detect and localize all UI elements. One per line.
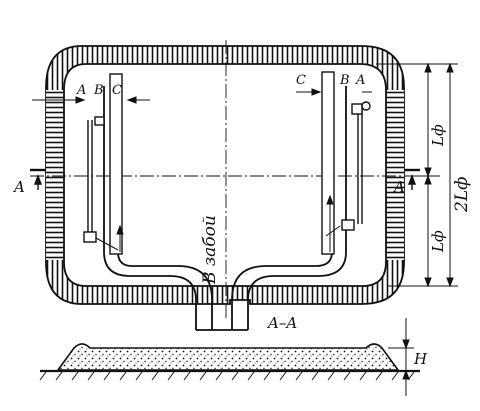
labels: A B C C B A A A В забой A–A Lф 2Lф Lф H [12, 73, 472, 368]
section-markers [30, 168, 420, 190]
label-section-left: A [12, 178, 25, 196]
label-2lf: 2Lф [452, 177, 472, 213]
dimension-lines [376, 62, 458, 288]
label-c-left-top: C [112, 83, 122, 98]
label-lf-top: Lф [429, 124, 447, 147]
right-holes [321, 71, 371, 255]
label-to-face: В забой [200, 215, 220, 285]
top-arrows [32, 88, 372, 104]
section-view [39, 318, 420, 396]
left-holes [83, 73, 123, 255]
flow-arrows [116, 194, 334, 252]
label-section-title: A–A [266, 314, 297, 332]
label-lf-bottom: Lф [429, 230, 447, 253]
label-b-right-top: B [339, 73, 350, 88]
label-h: H [413, 350, 428, 368]
label-b-left-top: B [93, 83, 104, 98]
label-a-left-top: A [76, 83, 86, 98]
centerlines [30, 40, 440, 320]
label-section-right: A [392, 178, 405, 196]
outer-wall [45, 45, 405, 305]
label-a-right-top: A [355, 73, 365, 88]
face-channel [103, 86, 347, 331]
label-c-right-top: C [296, 73, 306, 88]
